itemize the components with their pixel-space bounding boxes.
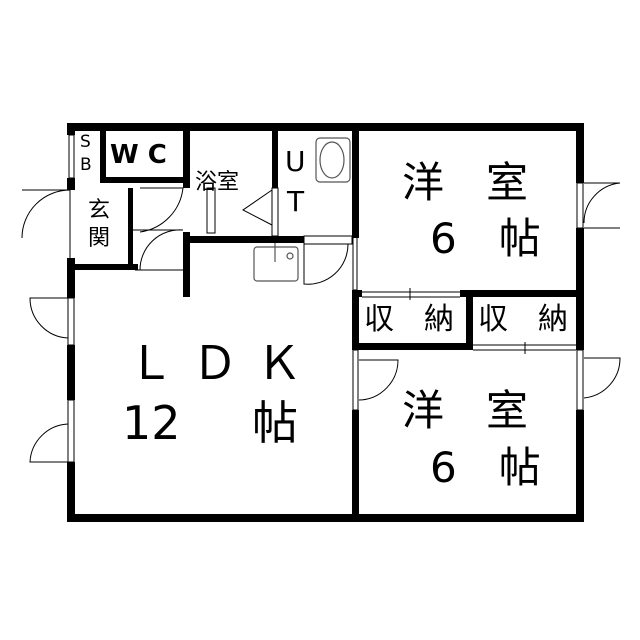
wc-label: W C — [110, 140, 167, 170]
western-room-2-size: 6 帖 — [430, 443, 541, 492]
washbasin-icon — [315, 137, 351, 183]
entrance-label-bottom: 関 — [88, 226, 111, 251]
western-room-2-name: 洋 室 — [402, 386, 529, 435]
fixtures — [253, 137, 351, 282]
western-room-1-size: 6 帖 — [430, 214, 541, 263]
western-room-1-name: 洋 室 — [402, 158, 529, 207]
sb-label-bottom: B — [80, 155, 92, 175]
kitchen-sink-icon — [253, 246, 299, 282]
bath-label: 浴室 — [195, 170, 240, 195]
walls — [67, 123, 584, 522]
ldk-size-number: 12 — [122, 396, 181, 450]
entrance-label-top: 玄 — [88, 198, 111, 223]
ut-label-bottom: T — [287, 185, 305, 218]
sb-label-top: S — [80, 132, 91, 152]
ldk-size-unit: 帖 — [252, 396, 298, 450]
ldk-name: ＬＤＫ — [128, 336, 320, 390]
ut-label-top: U — [285, 145, 306, 178]
closet-1-label: 収 納 — [364, 302, 454, 337]
closet-2-label: 収 納 — [478, 302, 568, 337]
doors-windows — [21, 134, 621, 463]
